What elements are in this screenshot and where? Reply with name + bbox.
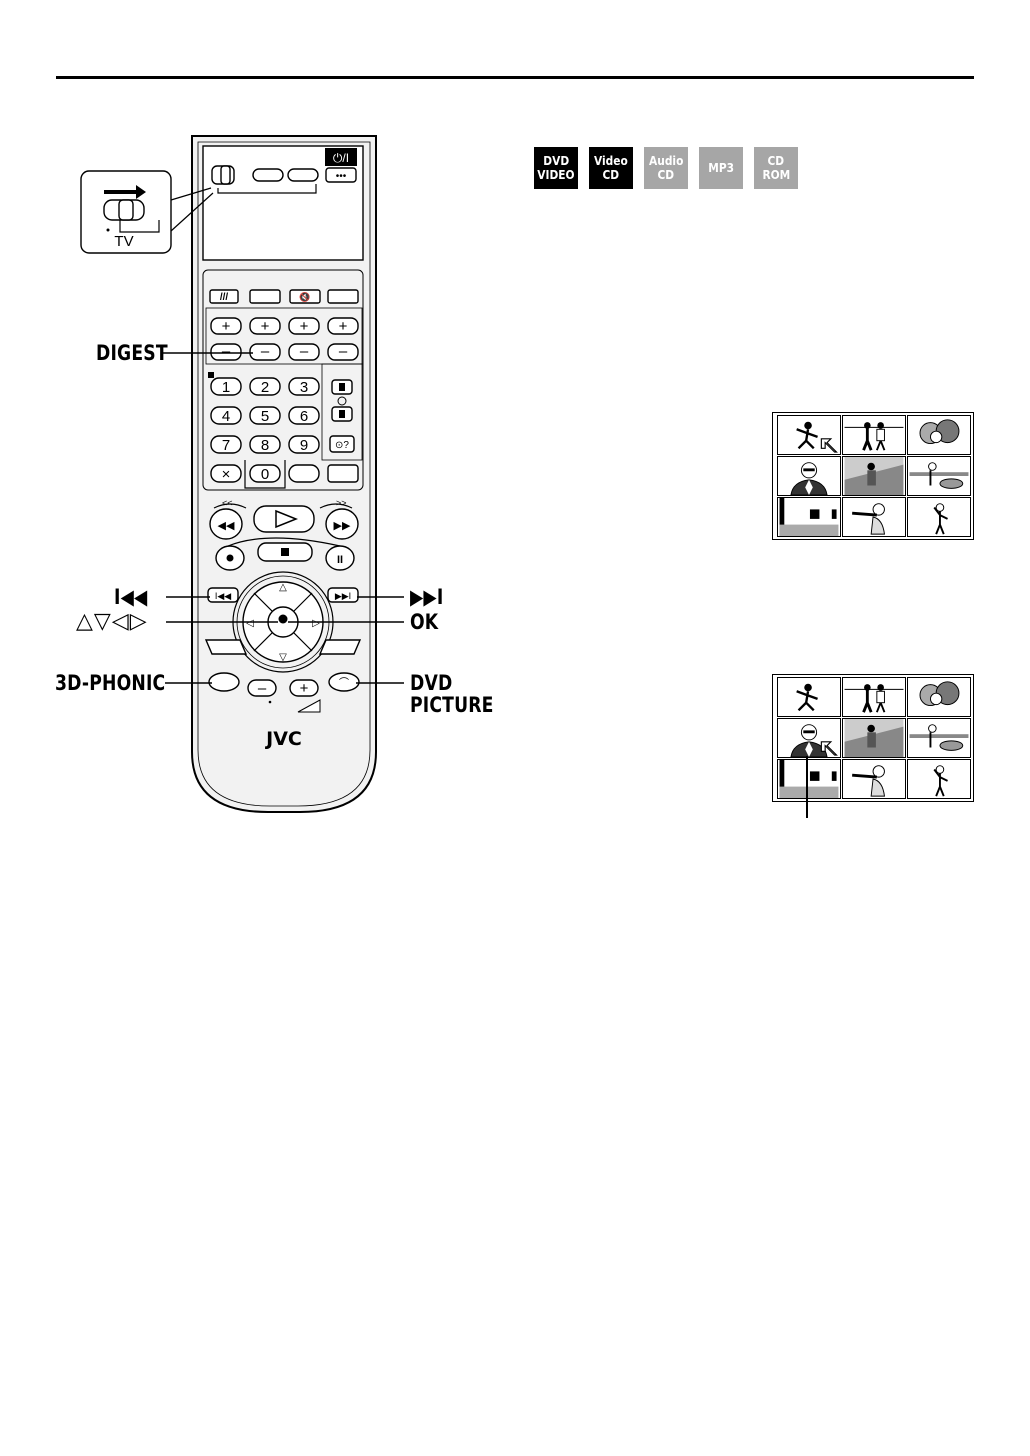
svg-text:///: ///: [220, 292, 229, 303]
3d-phonic-button: [209, 673, 239, 691]
thumbnail-8[interactable]: [842, 759, 906, 799]
svg-text:8: 8: [261, 437, 269, 454]
svg-text:▶▶I: ▶▶I: [335, 591, 351, 601]
thumbnail-9[interactable]: [907, 497, 971, 537]
svg-text:>>: >>: [336, 498, 347, 508]
cursor-arrow-icon: [821, 439, 836, 452]
thumbnail-9[interactable]: [907, 759, 971, 799]
svg-text:–: –: [222, 343, 231, 360]
digest-grid-1: [772, 412, 974, 540]
svg-text:I◀◀: I◀◀: [215, 591, 231, 601]
thumbnail-2[interactable]: [842, 677, 906, 717]
skip-next-label: ▶▶I: [410, 586, 443, 608]
svg-text:–: –: [339, 343, 348, 360]
svg-text:▶▶: ▶▶: [334, 520, 351, 532]
svg-text:•••: •••: [336, 171, 347, 182]
thumbnail-6[interactable]: [907, 456, 971, 496]
svg-text:⊙?: ⊙?: [335, 440, 349, 451]
svg-text:△: △: [279, 582, 287, 593]
svg-text:–: –: [261, 343, 270, 360]
remote-control: .b { fill:#fff; stroke:#000; stroke-widt…: [0, 120, 420, 840]
3d-phonic-label: 3D-PHONIC: [55, 672, 165, 694]
svg-text:+: +: [261, 318, 270, 335]
thumbnail-8[interactable]: [842, 497, 906, 537]
tv-label: TV: [114, 233, 133, 250]
svg-text:II: II: [337, 554, 343, 566]
digest-label: DIGEST: [96, 342, 168, 364]
dvd-picture-label-line2: PICTURE: [410, 694, 494, 716]
thumbnail-2[interactable]: [842, 415, 906, 455]
svg-text:+: +: [339, 318, 348, 335]
thumbnail-7[interactable]: [777, 497, 841, 537]
thumbnail-5[interactable]: [842, 456, 906, 496]
thumbnail-3[interactable]: [907, 415, 971, 455]
skip-prev-label: I◀◀: [114, 586, 147, 608]
svg-text:◁: ◁: [246, 618, 254, 629]
svg-text:–: –: [300, 343, 309, 360]
svg-text:⌒: ⌒: [339, 677, 349, 689]
thumbnail-4[interactable]: [777, 718, 841, 758]
grid-pointer-line: [806, 756, 808, 818]
svg-text:+: +: [300, 680, 309, 697]
thumbnail-4[interactable]: [777, 456, 841, 496]
thumbnail-5[interactable]: [842, 718, 906, 758]
svg-text:<<: <<: [222, 498, 233, 508]
thumbnail-7[interactable]: [777, 759, 841, 799]
svg-text:5: 5: [261, 408, 269, 425]
thumbnail-1[interactable]: [777, 415, 841, 455]
function-button-2: [250, 290, 280, 303]
svg-text:7: 7: [222, 437, 230, 454]
svg-text:+: +: [300, 318, 309, 335]
arrow-keys-label: △▽◁▷: [76, 609, 148, 634]
svg-text:▽: ▽: [279, 652, 287, 663]
svg-text:3: 3: [300, 379, 308, 396]
svg-text:+: +: [222, 318, 231, 335]
thumbnail-1[interactable]: [777, 677, 841, 717]
svg-text:🔇: 🔇: [299, 291, 310, 302]
dvd-picture-label-line1: DVD: [410, 672, 452, 694]
svg-text:9: 9: [300, 437, 308, 454]
digest-grid-2: [772, 674, 974, 802]
svg-text:×: ×: [222, 466, 231, 483]
header-rule: [56, 76, 974, 79]
power-label: ⏻/I: [333, 151, 349, 165]
ok-label: OK: [410, 611, 438, 633]
function-button-4: [328, 290, 358, 303]
svg-text:6: 6: [300, 408, 308, 425]
thumbnail-3[interactable]: [907, 677, 971, 717]
svg-text:0: 0: [261, 466, 269, 483]
svg-text:◀◀: ◀◀: [218, 520, 235, 532]
svg-text:4: 4: [222, 408, 230, 425]
badge-mp3: MP3: [699, 147, 743, 189]
svg-text:2: 2: [261, 379, 269, 396]
mode-button-1: [253, 169, 283, 181]
svg-text:▷: ▷: [312, 618, 320, 629]
svg-text:–: –: [258, 680, 267, 697]
brand-logo: JVC: [264, 728, 302, 750]
mode-button-2: [288, 169, 318, 181]
svg-text:1: 1: [222, 379, 230, 396]
thumbnail-6[interactable]: [907, 718, 971, 758]
